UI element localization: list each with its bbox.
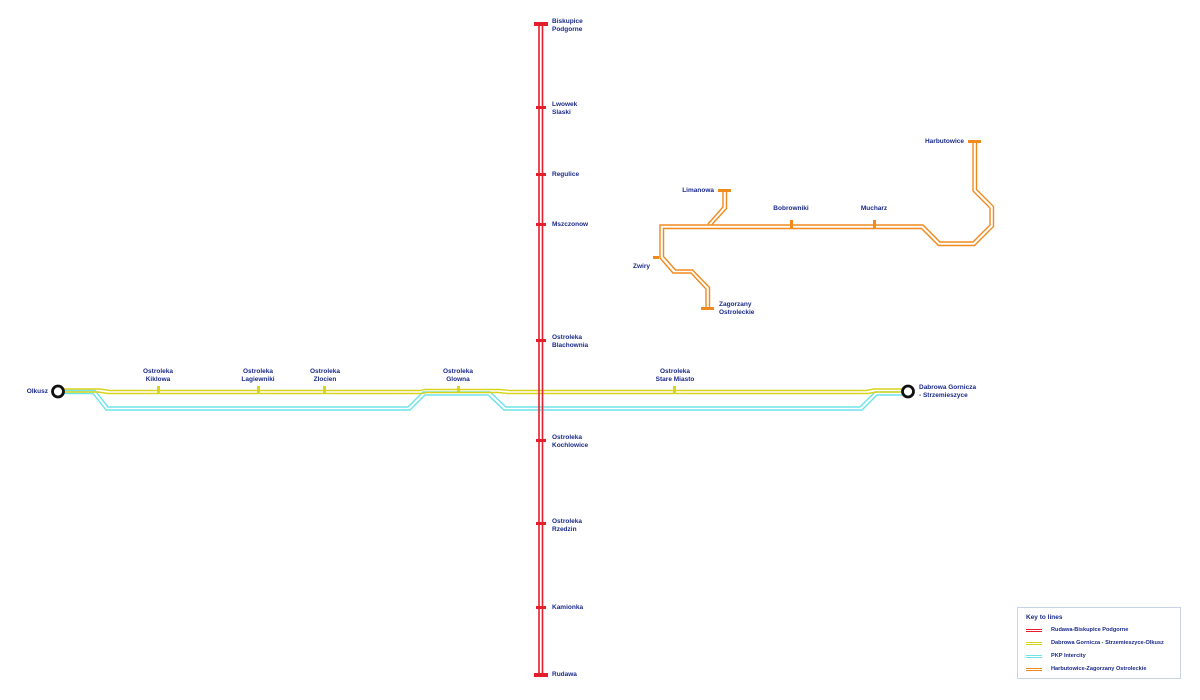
legend-swatch-red (1026, 628, 1042, 633)
station-label-harbutowice: Harbutowice (924, 138, 964, 145)
stop-tick-mucharz (873, 220, 876, 228)
station-label-bobrowniki: Bobrowniki (773, 205, 809, 212)
station-label-kamionka: Kamionka (552, 604, 584, 611)
station-label-ostroleka-blachownia: Ostroleka Blachownia (552, 334, 589, 349)
stop-tick-ostroleka-kiklowa (157, 386, 160, 393)
stop-tick-biskupice-podgorne (534, 22, 548, 26)
station-label-limanowa: Limanowa (682, 187, 714, 194)
stop-tick-kamionka (536, 606, 546, 609)
station-label-biskupice-podgorne: Biskupice Podgorne (552, 18, 583, 33)
stop-tick-zagorzany-ostroleckie (701, 307, 714, 310)
legend-item-rudawa-biskupice: Rudawa-Biskupice Podgorne (1026, 626, 1176, 636)
legend-label: Rudawa-Biskupice Podgorne (1051, 627, 1129, 633)
stop-tick-rudawa (534, 673, 548, 677)
legend-swatch-yellow (1026, 641, 1042, 646)
stop-tick-limanowa (718, 189, 731, 192)
station-label-mucharz: Mucharz (860, 205, 888, 212)
stop-tick-mszczonow (536, 223, 546, 226)
stop-tick-ostroleka-blachownia (536, 339, 546, 342)
legend-label: PKP Intercity (1051, 653, 1086, 659)
orange-line-stops (653, 140, 981, 310)
station-label-zagorzany-ostroleckie: Zagorzany Ostroleckie (719, 301, 755, 316)
yellow-line-stops (157, 386, 676, 393)
station-label-zwiry: Zwiry (633, 263, 650, 270)
station-label-ostroleka-rzedzin: Ostroleka Rzedzin (552, 518, 582, 533)
station-label-lwowek-slaski: Lwowek Slaski (552, 101, 578, 116)
station-label-ostroleka-lagiewniki: Ostroleka Lagiewniki (241, 368, 275, 383)
station-label-ostroleka-kiklowa: Ostroleka Kiklowa (143, 368, 173, 383)
red-line-stops (534, 22, 548, 677)
legend-swatch-orange (1026, 667, 1042, 672)
station-label-ostroleka-glowna: Ostroleka Glowna (443, 368, 473, 383)
stop-tick-regulice (536, 173, 546, 176)
stop-tick-zwiry (653, 256, 659, 259)
legend-item-pkp-intercity: PKP Intercity (1026, 652, 1176, 662)
station-label-rudawa: Rudawa (552, 671, 577, 678)
stop-tick-ostroleka-rzedzin (536, 522, 546, 525)
terminal-dabrowa-gornicza (901, 384, 915, 399)
stop-tick-ostroleka-zlocien (323, 386, 326, 393)
stop-tick-bobrowniki (790, 220, 793, 228)
line-legend: Key to lines Rudawa-Biskupice Podgorne D… (1017, 607, 1181, 679)
legend-label: Dabrowa Gornicza - Strzemieszyce-Olkusz (1051, 640, 1164, 646)
station-label-regulice: Regulice (552, 171, 580, 178)
stop-tick-lwowek-slaski (536, 106, 546, 109)
legend-label: Harbutowice-Zagorzany Ostroleckie (1051, 666, 1147, 672)
stop-tick-ostroleka-glowna (457, 386, 460, 393)
stop-tick-ostroleka-lagiewniki (257, 386, 260, 393)
station-label-ostroleka-stare-miasto: Ostroleka Stare Miasto (655, 368, 695, 383)
line-harbutowice-zagorzany (659, 142, 995, 308)
stop-tick-ostroleka-kochlowice (536, 439, 546, 442)
legend-title: Key to lines (1026, 614, 1063, 621)
station-label-olkusz: Olkusz (26, 388, 48, 395)
stop-tick-ostroleka-stare-miasto (673, 386, 676, 393)
station-label-mszczonow: Mszczonow (552, 221, 589, 228)
terminal-olkusz (51, 384, 65, 399)
station-label-ostroleka-zlocien: Ostroleka Zlocien (310, 368, 340, 383)
legend-swatch-cyan (1026, 654, 1042, 659)
stop-tick-harbutowice (968, 140, 981, 143)
line-rudawa-biskupice (538, 24, 544, 675)
station-label-dabrowa-gornicza: Dabrowa Gornicza - Strzemieszyce (919, 384, 977, 399)
legend-item-harbutowice-zagorzany: Harbutowice-Zagorzany Ostroleckie (1026, 665, 1176, 675)
station-label-ostroleka-kochlowice: Ostroleka Kochlowice (552, 434, 589, 449)
legend-item-dabrowa-olkusz: Dabrowa Gornicza - Strzemieszyce-Olkusz (1026, 639, 1176, 649)
line-dabrowa-olkusz (60, 388, 906, 395)
